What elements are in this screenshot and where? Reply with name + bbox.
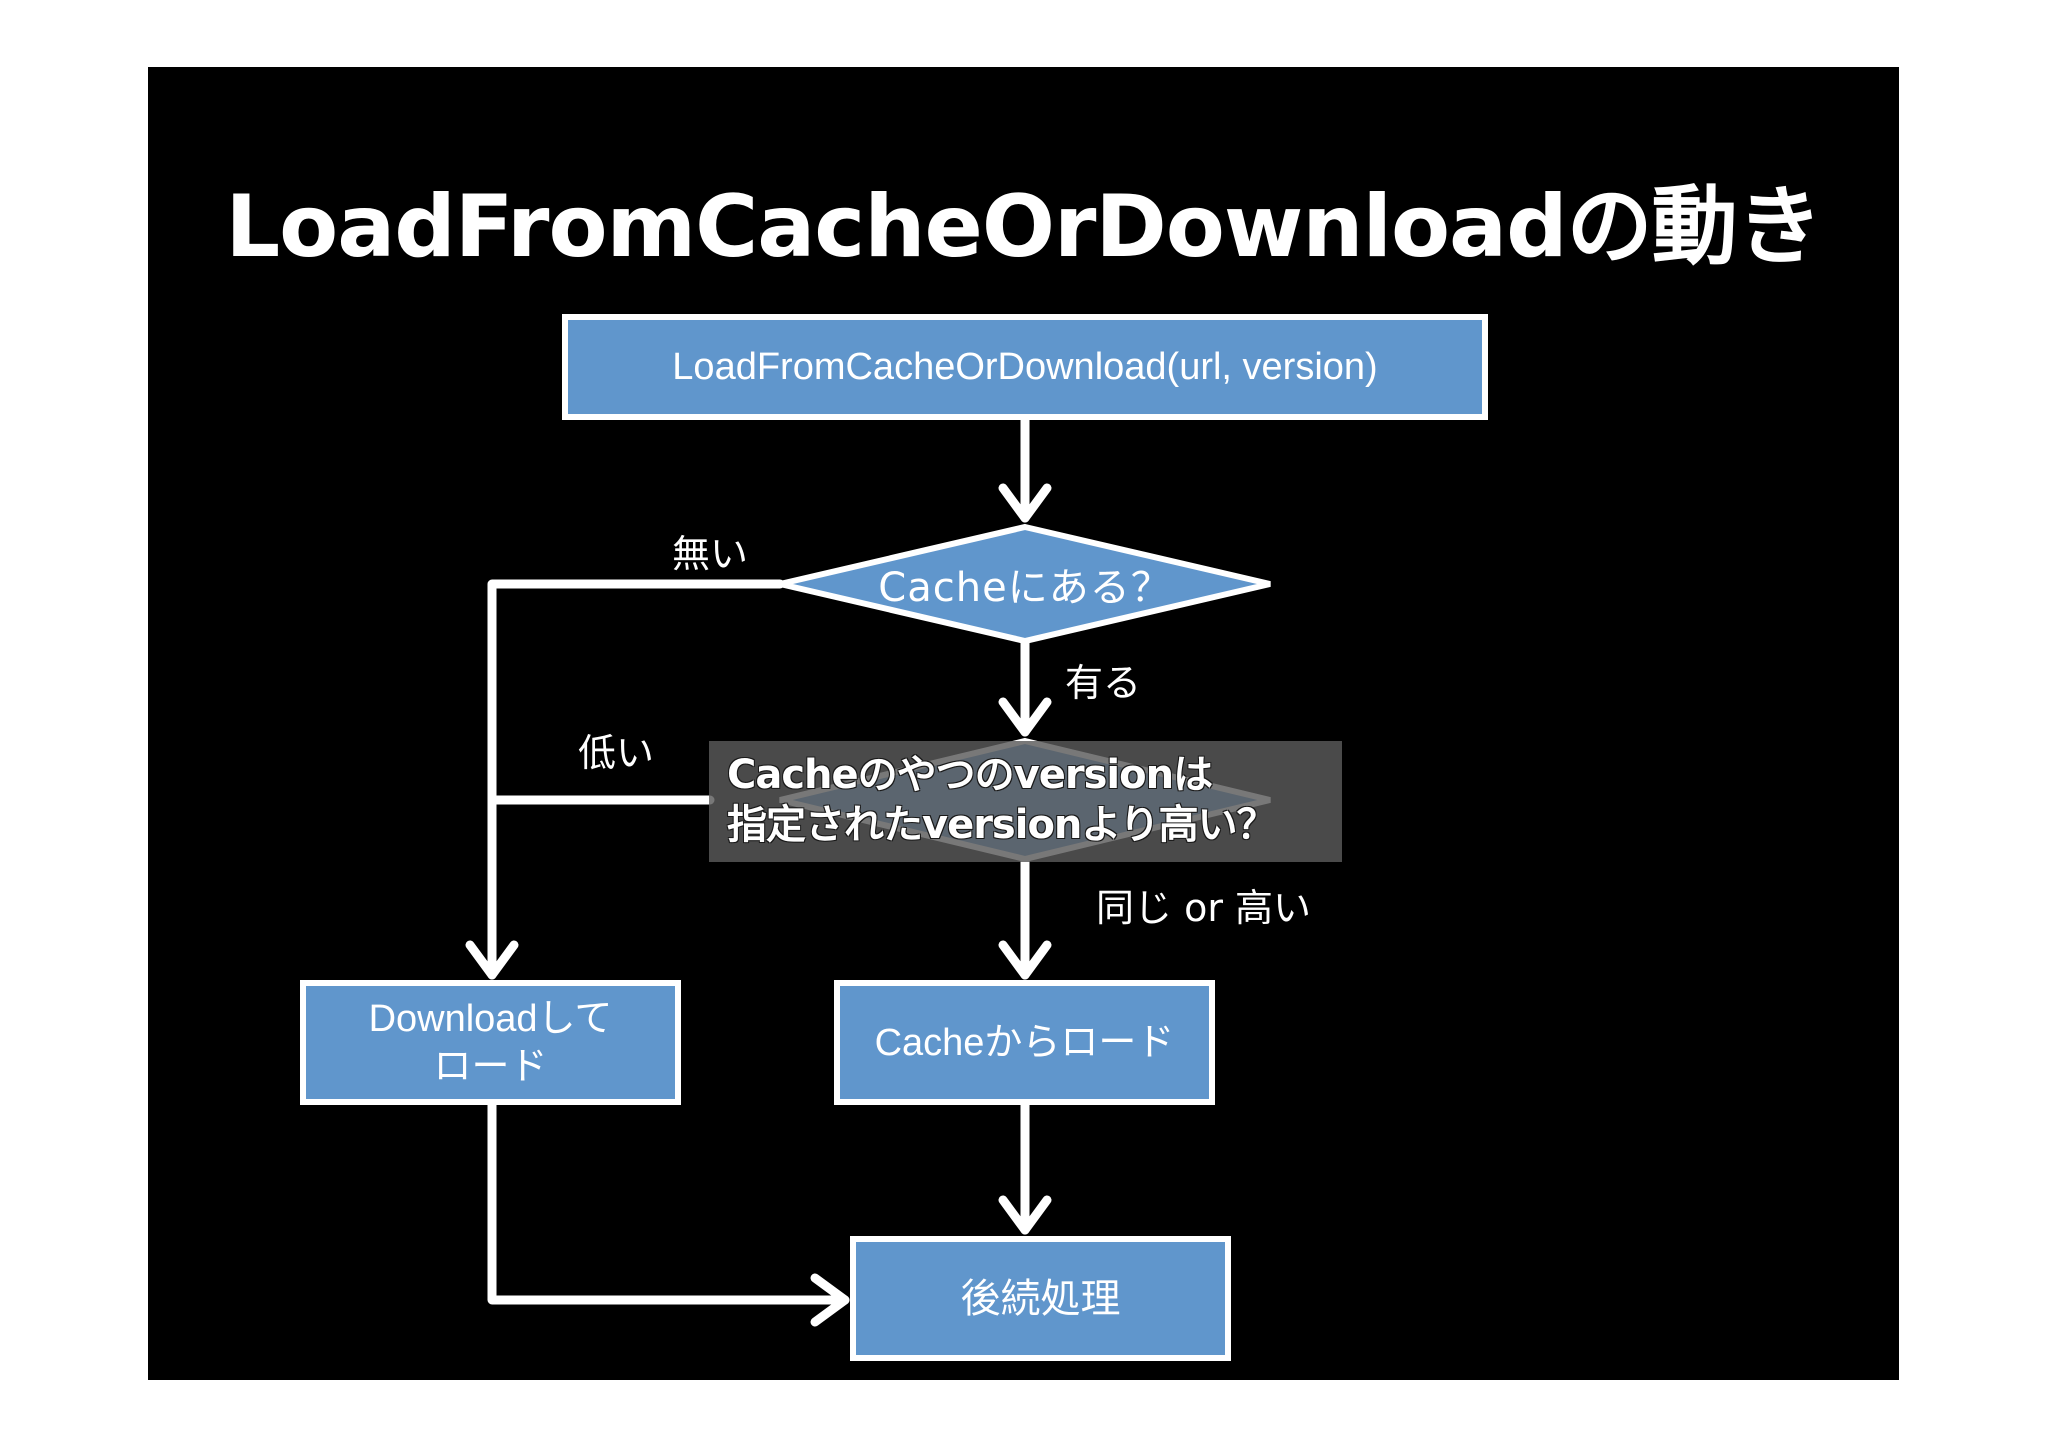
edge-label-version-same-or-higher: 同じ or 高い (1096, 886, 1312, 930)
start-node-label: LoadFromCacheOrDownload(url, version) (672, 345, 1378, 388)
load-cache-node (834, 980, 1215, 1105)
version-check-overlay (709, 741, 1342, 862)
edge-label-cache-missing: 無い (672, 532, 749, 576)
arrowhead-start-to-cache-check (998, 483, 1052, 523)
post-process-node (850, 1236, 1231, 1361)
start-node (562, 314, 1488, 420)
slide-title: LoadFromCacheOrDownloadの動き (225, 177, 1822, 277)
arrowhead-download-to-post (810, 1273, 850, 1327)
edge-label-version-lower: 低い (578, 731, 655, 775)
arrowhead-load-cache-to-post (998, 1195, 1052, 1235)
arrowhead-cache-check-yes (998, 697, 1052, 737)
arrowhead-version-same-or-higher (998, 940, 1052, 980)
download-node (300, 980, 681, 1105)
arrow-cache-check-no (487, 579, 785, 980)
load-cache-node-label: Cacheからロード (874, 1021, 1175, 1064)
arrowhead-cache-check-no (465, 940, 519, 980)
version-check-label: Cacheのやつのversionは 指定されたversionより高い？ (727, 752, 1277, 848)
cache-check-diamond (779, 523, 1271, 645)
edge-label-cache-present: 有る (1065, 661, 1142, 705)
arrow-download-to-post (487, 1099, 850, 1305)
post-process-node-label: 後続処理 (960, 1275, 1121, 1322)
cache-check-label: Cacheにある？ (878, 565, 1172, 611)
download-node-label: Downloadして ロード (368, 997, 613, 1088)
